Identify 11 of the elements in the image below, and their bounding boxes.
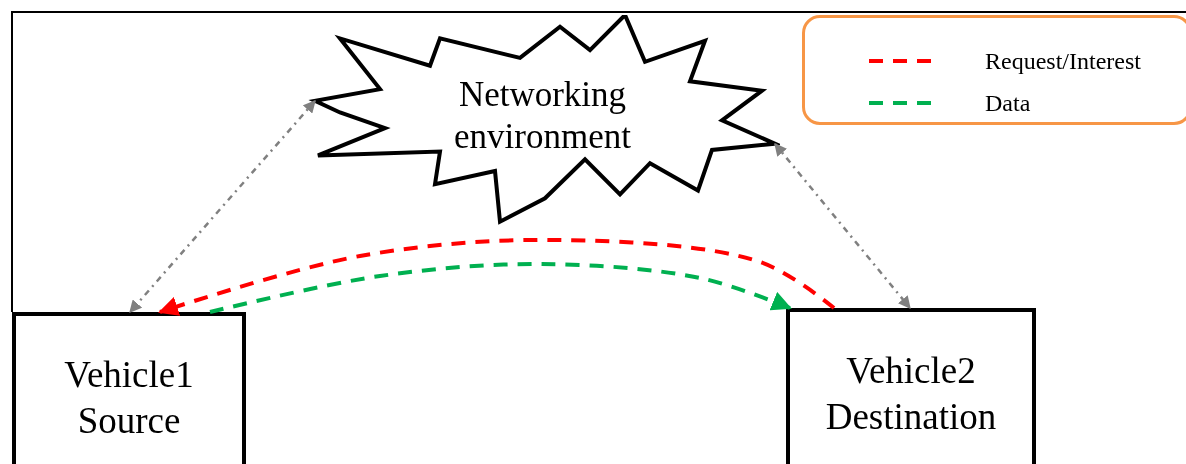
arrow (774, 143, 911, 309)
vehicle-box (786, 308, 1036, 464)
vehicle-label: Vehicle2 Destination (824, 349, 998, 439)
legend-label: Data (985, 90, 1031, 116)
arrow (129, 100, 316, 313)
cloud-label: Networking environment (453, 73, 632, 158)
vehicle-label: Vehicle1 Source (63, 353, 195, 443)
arrow (158, 237, 836, 316)
vehicle-box (12, 312, 246, 464)
arrow (209, 262, 792, 314)
legend-label: Request/Interest (985, 48, 1141, 74)
